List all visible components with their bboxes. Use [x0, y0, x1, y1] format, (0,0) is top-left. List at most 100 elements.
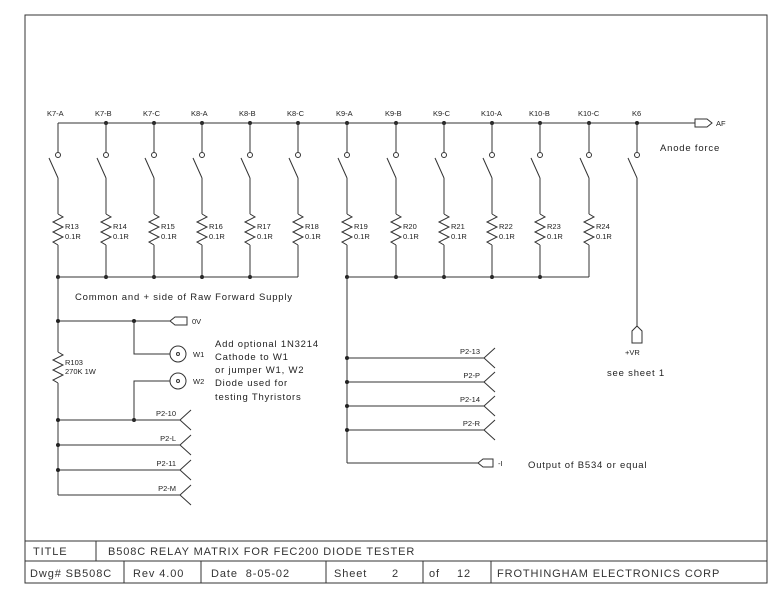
pin-label: P2-R — [463, 419, 481, 428]
relay-contact — [199, 152, 205, 158]
0v-connector — [169, 316, 188, 326]
svg-text:testing Thyristors: testing Thyristors — [215, 392, 302, 403]
drawing-title: B508C RELAY MATRIX FOR FEC200 DIODE TEST… — [108, 546, 415, 558]
pin-label: P2-10 — [156, 409, 176, 418]
revision: Rev 4.00 — [133, 568, 184, 580]
resistor-value: 0.1R — [65, 232, 81, 241]
af-connector — [694, 118, 713, 128]
minus-i-label: -I — [498, 459, 503, 468]
resistor-name: R14 — [113, 222, 127, 231]
total-sheets: 12 — [457, 568, 471, 580]
resistor-value: 0.1R — [403, 232, 419, 241]
switch-blade — [579, 157, 590, 179]
resistor — [582, 213, 596, 246]
relay-label-k6: K6 — [632, 109, 641, 118]
r103-resistor — [51, 351, 65, 384]
svg-text:Cathode to W1: Cathode to W1 — [215, 352, 289, 363]
pin-label: P2-M — [158, 484, 176, 493]
resistor-name: R19 — [354, 222, 368, 231]
connector-chevron — [483, 419, 496, 441]
junction-dot — [56, 443, 60, 447]
resistor — [437, 213, 451, 246]
resistor-name: R16 — [209, 222, 223, 231]
af-label: AF — [716, 119, 726, 128]
switch-blade — [288, 157, 299, 179]
resistor — [291, 213, 305, 246]
resistor — [147, 213, 161, 246]
drawing-number: Dwg# SB508C — [30, 568, 112, 580]
0v-label: 0V — [192, 317, 201, 326]
resistor — [485, 213, 499, 246]
title-block: TITLE B508C RELAY MATRIX FOR FEC200 DIOD… — [25, 540, 767, 583]
connector-chevron — [483, 371, 496, 393]
junction-dot — [345, 356, 349, 360]
relay-label: K10-A — [481, 109, 502, 118]
switch-blade — [48, 157, 59, 179]
switch-blade — [96, 157, 107, 179]
resistor-name: R13 — [65, 222, 79, 231]
relay-contact — [441, 152, 447, 158]
of-label: of — [429, 568, 440, 580]
relay-contact — [537, 152, 543, 158]
see-sheet-note: see sheet 1 — [607, 368, 665, 379]
junction-dot — [345, 428, 349, 432]
resistor — [99, 213, 113, 246]
junction-dot — [345, 404, 349, 408]
connector-chevron — [179, 459, 192, 481]
relay-label: K10-C — [578, 109, 600, 118]
connector-chevron — [179, 409, 192, 431]
connector-chevron — [179, 484, 192, 506]
resistor-value: 0.1R — [354, 232, 370, 241]
resistor — [533, 213, 547, 246]
pin-p2-m: P2-M — [58, 484, 192, 506]
switch-blade — [240, 157, 251, 179]
resistor-value: 0.1R — [547, 232, 563, 241]
resistor-name: R15 — [161, 222, 175, 231]
pin-p2-14: P2-14 — [345, 395, 496, 417]
junction-dot — [56, 468, 60, 472]
resistor-name: R17 — [257, 222, 271, 231]
relay-contact — [247, 152, 253, 158]
resistor-value: 0.1R — [209, 232, 225, 241]
resistor-name: R21 — [451, 222, 465, 231]
switch-blade — [192, 157, 203, 179]
relay-contact — [344, 152, 350, 158]
relay-label: K9-C — [433, 109, 451, 118]
k6-switch-blade — [627, 157, 638, 179]
pin-label: P2-11 — [157, 459, 176, 468]
relay-contact — [586, 152, 592, 158]
w2-terminal — [169, 372, 187, 390]
resistor-name: R24 — [596, 222, 610, 231]
pin-label: P2-14 — [460, 395, 480, 404]
switch-blade — [482, 157, 493, 179]
diode-note: Add optional 1N3214 Cathode to W1 or jum… — [215, 339, 319, 403]
svg-text:Add optional 1N3214: Add optional 1N3214 — [215, 339, 319, 350]
junction-dot — [56, 418, 60, 422]
drawing-border — [24, 14, 768, 584]
relay-contact — [393, 152, 399, 158]
resistor-value: 0.1R — [451, 232, 467, 241]
relay-contact — [103, 152, 109, 158]
r103-name: R103 — [65, 358, 83, 367]
common-note: Common and + side of Raw Forward Supply — [75, 292, 293, 303]
switch-blade — [144, 157, 155, 179]
resistor-value: 0.1R — [113, 232, 129, 241]
resistor-value: 0.1R — [161, 232, 177, 241]
relay-matrix: K7-AR130.1RK7-BR140.1RK7-CR150.1RK8-AR16… — [47, 109, 612, 279]
svg-text:or jumper W1, W2: or jumper W1, W2 — [215, 365, 304, 376]
r103-value: 270K 1W — [65, 367, 97, 376]
w2-label: W2 — [193, 377, 204, 386]
relay-contact — [55, 152, 61, 158]
resistor — [340, 213, 354, 246]
switch-blade — [434, 157, 445, 179]
minus-i-connector — [477, 458, 494, 468]
resistor-name: R22 — [499, 222, 513, 231]
